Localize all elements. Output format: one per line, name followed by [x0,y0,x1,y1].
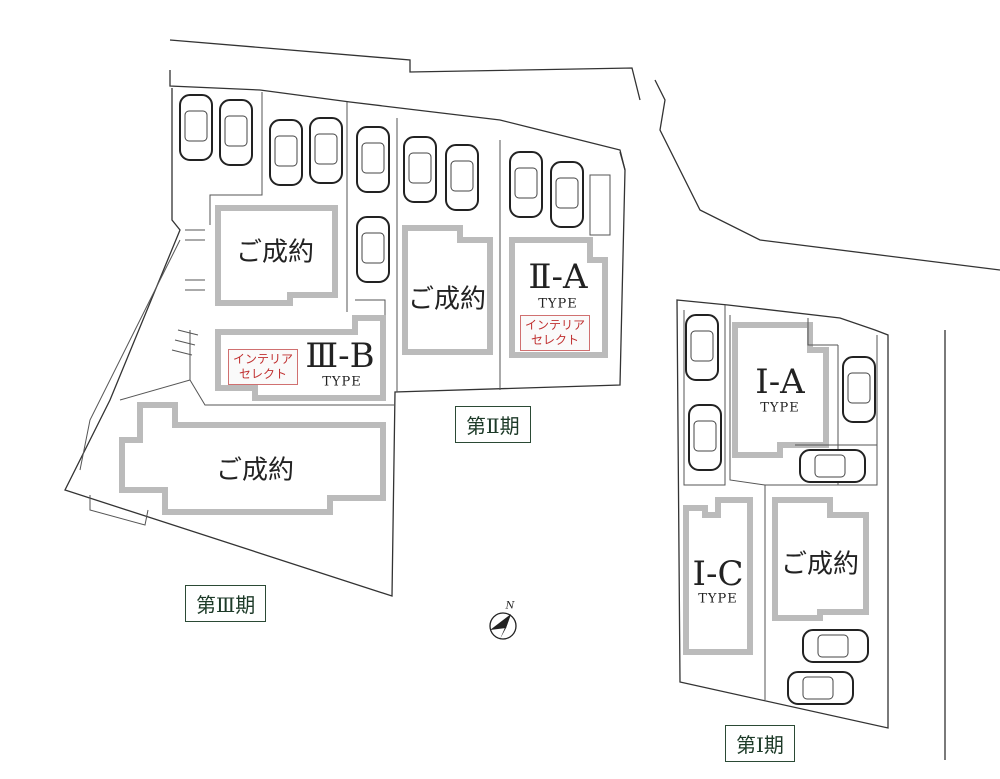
car-icon [550,161,584,228]
compass-north-label: N [505,600,515,612]
parking-cars [179,94,876,705]
car-icon [309,117,343,184]
sold-label: ご成約 [215,455,295,486]
car-icon [179,94,213,161]
interior-select-badge: インテリアセレクト [228,349,299,385]
type-label: TYPE [698,591,738,607]
road-lines [169,39,1000,760]
type-label: TYPE [760,400,800,416]
lot-name-iiib: Ⅲ-B [305,336,375,376]
phase2-label: 第Ⅱ期 [455,406,531,443]
phase3-phase2-lots [64,88,626,597]
car-icon [445,144,479,211]
car-icon [356,216,390,283]
car-icon [802,629,869,663]
car-icon [685,314,719,381]
car-icon [787,671,854,705]
car-icon [842,356,876,423]
car-icon [509,151,543,218]
compass-icon [489,612,517,640]
phase1-label: 第Ⅰ期 [725,725,795,762]
lot-name-iia: Ⅱ-A [528,257,588,297]
car-icon [219,99,253,166]
car-icon [269,119,303,186]
type-label: TYPE [322,374,362,390]
phase1-lots [676,299,889,729]
type-label: TYPE [538,296,578,312]
car-icon [799,449,866,483]
car-icon [356,126,390,193]
lot-name-ia: I-A [755,362,805,402]
sold-label: ご成約 [235,237,315,268]
interior-select-badge: インテリアセレクト [520,315,591,351]
buildings [119,205,869,655]
sold-label: ご成約 [407,284,487,315]
lot-name-ic: I-C [692,554,744,594]
car-icon [688,404,722,471]
sold-label: ご成約 [780,549,860,580]
car-icon [403,136,437,203]
phase3-label: 第Ⅲ期 [185,585,267,622]
